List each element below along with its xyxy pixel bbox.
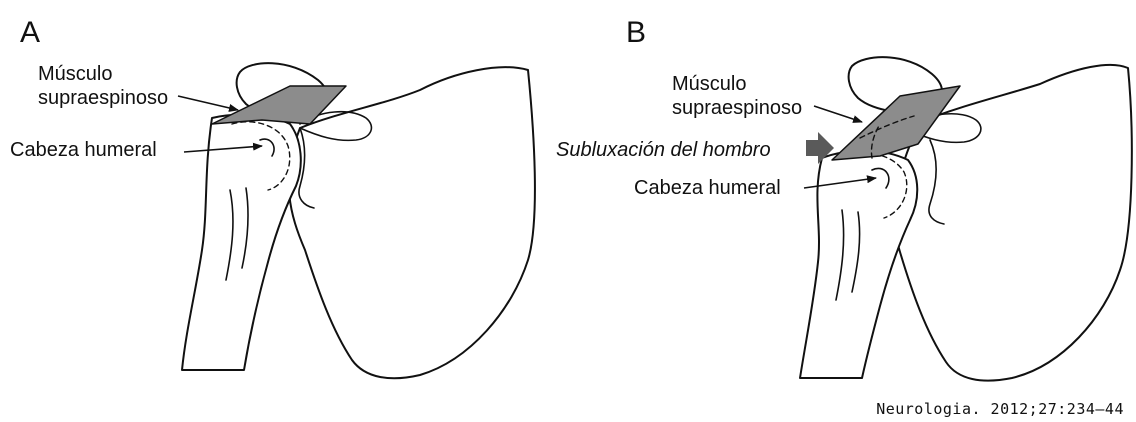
panel-b-humeral-head-label: Cabeza humeral: [634, 177, 781, 199]
panel-b-muscle-pointer: [814, 106, 862, 122]
citation: Neurologia. 2012;27:234–44: [876, 400, 1124, 418]
panel-a: A Músculo supraespinoso Cabeza humeral: [10, 16, 535, 378]
panel-b-muscle-label-line2: supraespinoso: [672, 97, 802, 119]
panel-b-muscle-label-line1: Músculo: [672, 73, 746, 95]
panel-a-humerus: [182, 115, 301, 370]
panel-a-muscle-label-line2: supraespinoso: [38, 87, 168, 109]
panel-b-letter: B: [626, 16, 646, 49]
panel-b: B Músculo supraespinoso Subluxación del …: [556, 16, 1132, 381]
panel-a-muscle-label-line1: Músculo: [38, 63, 112, 85]
panel-a-muscle-pointer: [178, 96, 238, 110]
panel-a-humeral-head-label: Cabeza humeral: [10, 139, 157, 161]
panel-a-letter: A: [20, 16, 40, 49]
panel-b-subluxation-label: Subluxación del hombro: [556, 139, 771, 161]
panel-b-humerus: [800, 151, 917, 378]
